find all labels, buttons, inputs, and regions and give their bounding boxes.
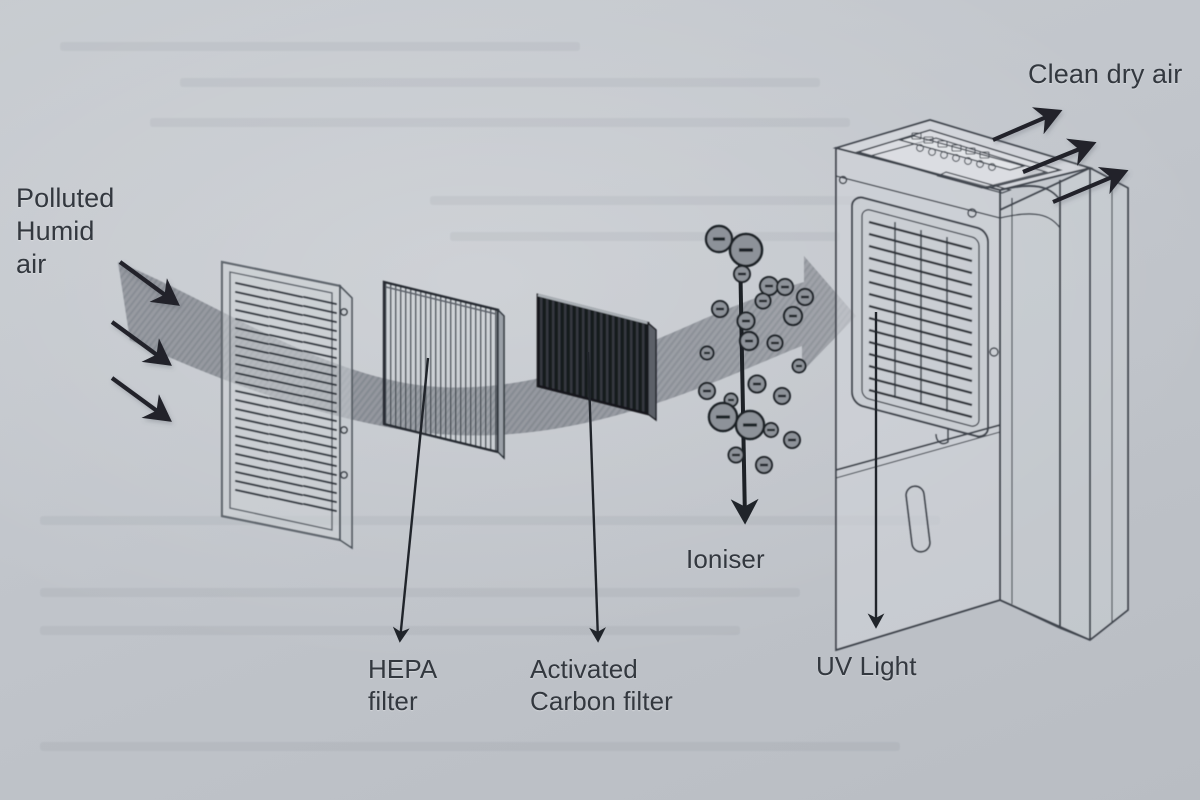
ion-particle-cloud xyxy=(698,224,814,474)
pointer-hepa xyxy=(392,357,430,643)
ion-particle xyxy=(773,387,791,405)
dehumidifier-unit xyxy=(832,119,1129,652)
inlet-arrows xyxy=(110,260,180,422)
ion-particle xyxy=(698,382,716,400)
ion-particle xyxy=(727,446,745,464)
ion-particle xyxy=(738,330,760,352)
label-hepa-filter: HEPA filter xyxy=(368,654,438,716)
ion-particle xyxy=(791,358,807,374)
pointer-carbon xyxy=(586,351,606,643)
ion-particle xyxy=(728,232,764,268)
ion-particle xyxy=(699,345,715,361)
ion-particle xyxy=(754,292,772,310)
ioniser-electrode xyxy=(730,249,759,525)
ion-particle xyxy=(763,422,779,438)
ion-particle xyxy=(734,409,766,441)
hepa-filter-panel xyxy=(382,280,505,460)
ion-particle xyxy=(759,276,779,296)
label-polluted-humid-air: Polluted Humid air xyxy=(16,183,115,279)
ion-particle xyxy=(766,334,784,352)
ion-particle xyxy=(704,224,734,254)
prefilter-grille-panel xyxy=(221,260,353,550)
ion-particle xyxy=(747,374,767,394)
ion-particle xyxy=(776,278,794,296)
carbon-filter-panel xyxy=(536,293,657,422)
outlet-arrows xyxy=(992,107,1129,204)
label-activated-carbon-filter: Activated Carbon filter xyxy=(530,654,673,716)
ion-particle xyxy=(796,288,814,306)
label-uv-light: UV Light xyxy=(816,651,917,681)
ion-particle xyxy=(736,311,756,331)
label-pointer-lines xyxy=(392,312,885,643)
label-clean-dry-air: Clean dry air xyxy=(1028,59,1183,89)
ion-particle xyxy=(755,456,773,474)
ion-particle xyxy=(733,265,751,283)
label-ioniser: Ioniser xyxy=(686,544,765,574)
ion-particle xyxy=(783,431,801,449)
ion-particle xyxy=(711,300,729,318)
ion-particle xyxy=(782,305,804,327)
ion-particle xyxy=(707,401,739,433)
